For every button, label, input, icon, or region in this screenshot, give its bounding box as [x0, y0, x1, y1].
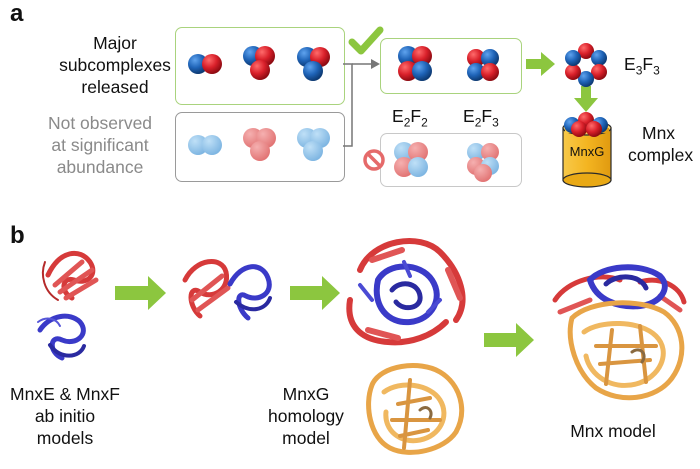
hexamer-e3f3	[565, 43, 607, 87]
panel-b-letter: b	[10, 222, 25, 249]
mnxe-model	[41, 250, 99, 301]
bracket-line	[343, 63, 353, 147]
major-subcomplexes-label: Major subcomplexes released	[50, 32, 180, 98]
checkmark-icon	[348, 26, 384, 55]
tetramer-e2f2	[398, 46, 432, 81]
major-label-line-2: subcomplexes	[59, 55, 171, 75]
faint-tetramer-e2f3	[467, 143, 499, 182]
caption-2-line-1: MnxG	[282, 384, 330, 404]
e3f3-hexamer-model	[346, 238, 466, 346]
caption-mnx-model: Mnx model	[570, 421, 656, 441]
trimer-e2f	[243, 46, 275, 80]
mnx-complex-line-2: complex	[628, 145, 694, 165]
arrow-icon-b1	[115, 276, 166, 310]
hexamer-on-mnxg	[564, 112, 608, 137]
major-label-line-1: Major	[93, 33, 137, 53]
faint-trimer-fff	[297, 128, 330, 161]
arrow-icon	[526, 52, 555, 76]
e3f3-label: E3F3	[624, 54, 660, 78]
arrow-down-icon	[574, 86, 598, 112]
mnxg-model	[366, 363, 465, 455]
caption-2-line-3: model	[282, 428, 330, 448]
ef-dimer-model	[182, 259, 272, 321]
faint-dimer-ff	[188, 135, 222, 155]
panel-a-letter: a	[10, 0, 24, 27]
mnx-full-model	[552, 264, 687, 401]
arrow-icon-b3	[484, 323, 534, 357]
dimer-ef	[188, 54, 222, 74]
caption-2-line-2: homology	[268, 406, 344, 426]
caption-1-line-3: models	[36, 428, 94, 448]
not-observed-label: Not observed at significant abundance	[24, 112, 176, 178]
tetramer-e2f2-b	[467, 49, 499, 81]
mnxg-cylinder-label: MnxG	[569, 144, 605, 159]
not-observed-line-3: abundance	[56, 157, 144, 177]
major-label-line-3: released	[81, 77, 149, 97]
prohibited-icon	[363, 149, 385, 171]
caption-mnxg: MnxG homology model	[256, 383, 356, 449]
caption-1-line-1: MnxE & MnxF	[10, 384, 120, 404]
bracket-arrowhead	[371, 59, 380, 69]
caption-mnxe-mnxf: MnxE & MnxF ab initio models	[0, 383, 130, 449]
mnxf-model	[37, 313, 86, 361]
not-observed-line-2: at significant	[51, 135, 149, 155]
mnx-complex-line-1: Mnx	[642, 123, 676, 143]
not-observed-line-1: Not observed	[47, 113, 153, 133]
caption-1-line-2: ab initio	[34, 406, 96, 426]
arrow-icon-b2	[290, 276, 340, 310]
faint-tetramer-e2f2	[394, 142, 428, 177]
e2f2-label: E2F2	[392, 106, 428, 130]
e2f3-label: E2F3	[463, 106, 499, 130]
mnx-complex-label: Mnx complex	[628, 122, 700, 166]
faint-trimer-eee	[243, 128, 276, 161]
trimer-ef2	[297, 47, 330, 81]
